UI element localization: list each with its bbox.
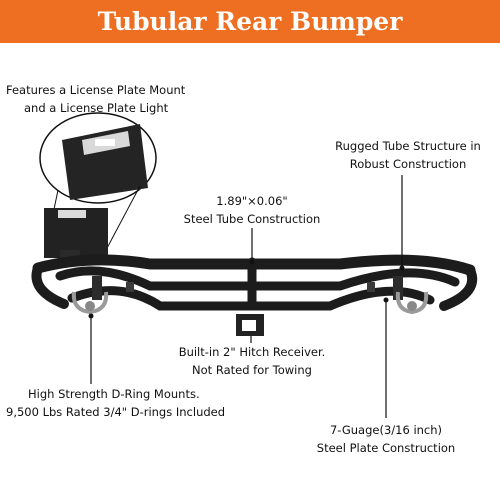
callout-steel-plate-line-1: 7-Guage(3/16 inch) <box>329 423 443 437</box>
callout-hitch-line-1: Built-in 2" Hitch Receiver. <box>178 345 326 359</box>
callout-d-rings: High Strength D-Ring Mounts. 9,500 Lbs R… <box>6 385 225 421</box>
callout-hitch-line-2: Not Rated for Towing <box>192 363 312 377</box>
d-ring-left <box>71 291 109 315</box>
page-title: Tubular Rear Bumper <box>97 7 403 36</box>
license-plate-zoom-detail <box>39 112 157 204</box>
callout-steel-plate: 7-Guage(3/16 inch) Steel Plate Construct… <box>306 421 466 457</box>
callout-steel-tube-line-2: Steel Tube Construction <box>183 212 321 226</box>
title-banner <box>0 0 500 43</box>
bumper-tubes <box>31 254 478 311</box>
callout-license-plate-line-2: and a License Plate Light <box>24 101 169 115</box>
callout-leader-lines <box>90 175 403 418</box>
hitch-receiver <box>236 314 264 336</box>
callout-license-plate: Features a License Plate Mount and a Lic… <box>6 81 185 117</box>
callout-steel-tube-line-1: 1.89"×0.06" <box>216 194 288 208</box>
callout-rugged-tube-line-2: Robust Construction <box>349 157 467 171</box>
callout-steel-plate-line-2: Steel Plate Construction <box>316 441 456 455</box>
callout-d-rings-line-1: High Strength D-Ring Mounts. <box>28 387 200 401</box>
callout-rugged-tube-line-1: Rugged Tube Structure in <box>335 139 481 153</box>
callout-license-plate-line-1: Features a License Plate Mount <box>6 83 186 97</box>
callout-d-rings-line-2: 9,500 Lbs Rated 3/4" D-rings Included <box>6 405 226 419</box>
d-ring-right <box>395 291 429 315</box>
callout-hitch: Built-in 2" Hitch Receiver. Not Rated fo… <box>160 343 344 379</box>
callout-rugged-tube: Rugged Tube Structure in Robust Construc… <box>322 137 494 173</box>
callout-steel-tube: 1.89"×0.06" Steel Tube Construction <box>172 192 332 228</box>
